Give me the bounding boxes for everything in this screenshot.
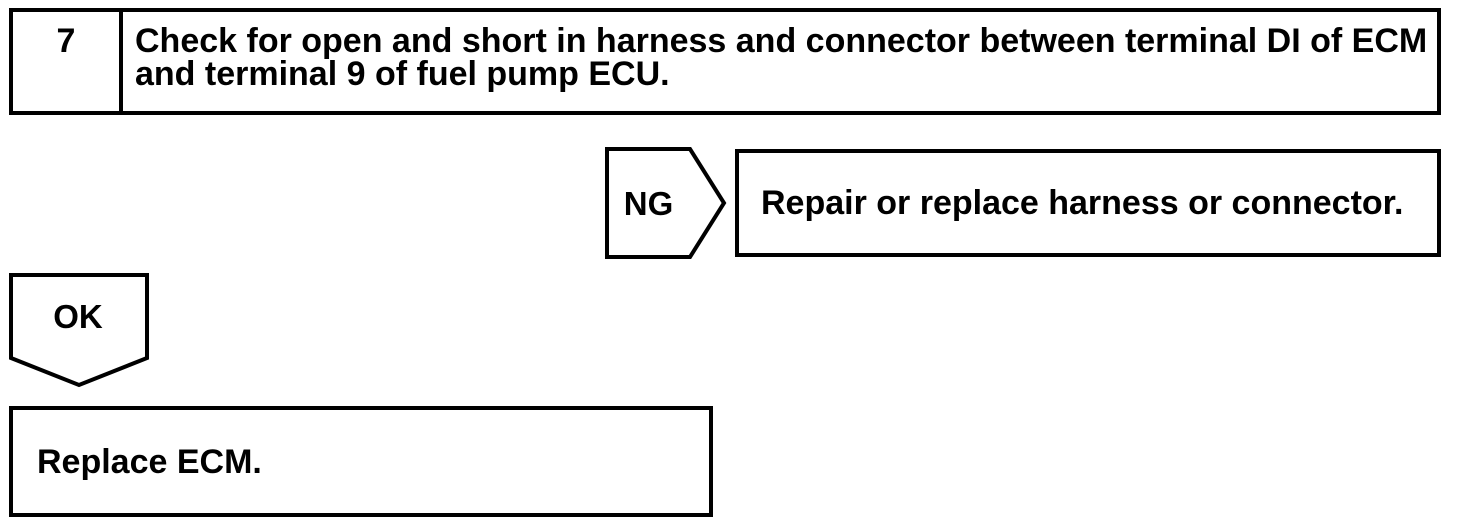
step-box: 7 Check for open and short in harness an… — [9, 8, 1441, 115]
ok-label: OK — [53, 298, 103, 335]
ng-connector-shape — [605, 147, 727, 259]
ng-pentagon-icon — [605, 147, 727, 259]
ok-action-box: Replace ECM. — [9, 406, 713, 517]
ng-label: NG — [623, 184, 674, 222]
ok-action-text: Replace ECM. — [37, 442, 262, 481]
step-instruction: Check for open and short in harness and … — [135, 22, 1428, 93]
step-number: 7 — [13, 12, 123, 111]
ok-pentagon-icon — [9, 273, 149, 388]
ng-action-text: Repair or replace harness or connector. — [761, 184, 1404, 222]
ng-action-box: Repair or replace harness or connector. — [735, 149, 1441, 257]
ok-connector-shape — [9, 273, 149, 388]
